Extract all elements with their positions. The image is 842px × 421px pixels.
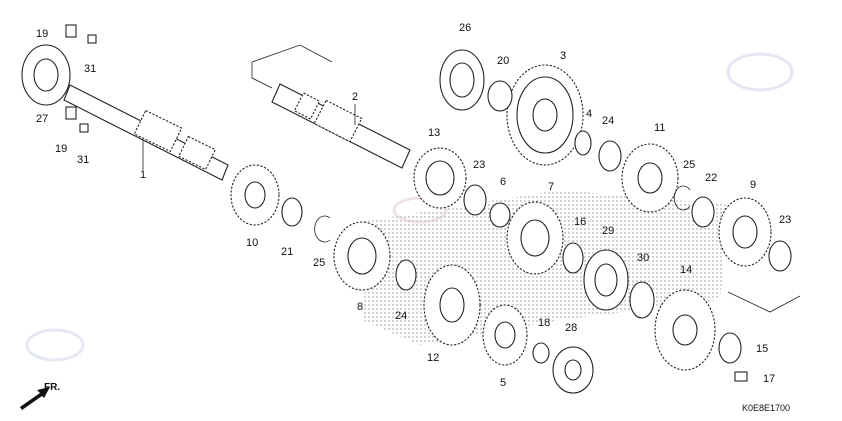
part-number-label: 23 [779,214,791,226]
part-number-label: 24 [395,310,407,322]
gear-8 [333,221,391,291]
part-number-label: 21 [281,246,293,258]
part-number-label: 6 [500,176,506,188]
part-number-label: 24 [602,115,614,127]
front-direction-arrow [20,387,50,410]
countershaft [63,84,229,181]
bolts-and-plates [65,24,748,382]
part-number-label: 12 [427,352,439,364]
part-number-label: 4 [586,108,592,120]
part-number-label: 29 [602,225,614,237]
part-number-label: 8 [357,301,363,313]
part-number-label: 19 [55,143,67,155]
diagram-code: K0E8E1700 [742,403,790,413]
part-number-label: 7 [548,181,554,193]
gear-11 [621,143,679,213]
mainshaft [251,44,411,169]
part-number-label: 16 [574,216,586,228]
part-number-label: 3 [560,50,566,62]
part-number-label: 23 [473,159,485,171]
part-number-label: 1 [140,169,146,181]
part-number-label: 26 [459,22,471,34]
part-number-label: 31 [84,63,96,75]
sprocket-14 [654,289,716,371]
part-number-label: 28 [565,322,577,334]
gear-12 [423,264,481,346]
part-number-label: 18 [538,317,550,329]
washers [281,80,792,364]
gear-9 [718,197,772,267]
part-number-label: 25 [683,159,695,171]
bracket-line [727,291,801,313]
gear-7 [506,201,564,275]
bearing-28 [552,346,594,394]
part-number-label: 2 [352,91,358,103]
part-number-label: 13 [428,127,440,139]
part-number-label: 27 [36,113,48,125]
bearing-27 [21,44,71,106]
direction-label: FR. [44,382,60,393]
gear-13 [413,147,467,209]
part-number-label: 22 [705,172,717,184]
part-number-label: 15 [756,343,768,355]
watermark-logo [25,52,794,362]
part-number-label: 5 [500,377,506,389]
part-number-label: 10 [246,237,258,249]
bearing-26 [439,49,485,111]
bearing-29 [583,249,629,311]
gear-10 [230,164,280,226]
part-number-label: 20 [497,55,509,67]
part-number-label: 11 [654,122,665,134]
part-number-label: 14 [680,264,692,276]
part-number-label: 31 [77,154,89,166]
gear-3 [506,64,584,166]
gear-5 [482,304,528,366]
part-number-label: 25 [313,257,325,269]
part-number-label: 19 [36,28,48,40]
part-number-label: 17 [763,373,775,385]
part-number-label: 30 [637,252,649,264]
part-number-label: 9 [750,179,756,191]
